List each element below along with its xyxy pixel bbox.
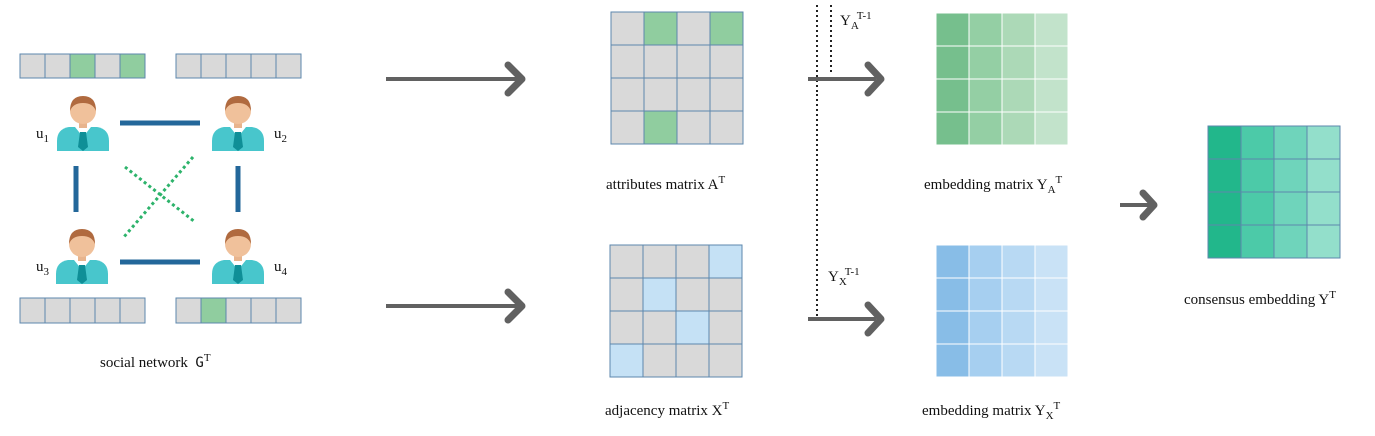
previous-embedding-x-label: YXT-1 bbox=[828, 266, 860, 288]
user4-attribute-vector bbox=[175, 297, 302, 324]
embedding-matrix-a-caption: embedding matrix YAT bbox=[924, 174, 1063, 196]
user-label-u4: u4 bbox=[274, 259, 287, 278]
attributes-matrix bbox=[610, 11, 744, 145]
user1-attribute-vector bbox=[19, 53, 146, 79]
adjacency-matrix bbox=[609, 244, 743, 378]
consensus-embedding-matrix bbox=[1207, 125, 1341, 259]
arrow-to-adjacency bbox=[386, 288, 526, 324]
user-u3-avatar bbox=[56, 229, 108, 284]
user-label-u3: u3 bbox=[36, 259, 49, 278]
user-u4-avatar bbox=[212, 229, 264, 284]
adjacency-matrix-caption: adjacency matrix XT bbox=[605, 400, 730, 419]
arrow-to-consensus bbox=[1120, 189, 1158, 221]
arrow-to-embedding-a bbox=[808, 61, 885, 97]
user-u2-avatar bbox=[212, 96, 264, 151]
previous-embedding-a-line bbox=[816, 5, 832, 94]
arrow-to-embedding-x bbox=[808, 301, 885, 337]
attributes-matrix-caption: attributes matrix AT bbox=[606, 174, 726, 193]
social-network-caption: social network GT bbox=[100, 352, 211, 371]
arrow-to-attributes bbox=[386, 61, 526, 97]
user3-attribute-vector bbox=[19, 297, 146, 324]
embedding-matrix-x bbox=[935, 244, 1069, 378]
user-label-u1: u1 bbox=[36, 126, 49, 145]
consensus-embedding-caption: consensus embedding YT bbox=[1184, 289, 1336, 308]
user2-attribute-vector bbox=[175, 53, 302, 79]
embedding-matrix-x-caption: embedding matrix YXT bbox=[922, 400, 1061, 422]
social-network bbox=[19, 53, 302, 324]
embedding-matrix-a bbox=[935, 12, 1069, 146]
previous-embedding-a-label: YAT-1 bbox=[840, 10, 872, 32]
edge-dotted-u2-u3 bbox=[121, 156, 195, 239]
user-u1-avatar bbox=[57, 96, 109, 151]
user-label-u2: u2 bbox=[274, 126, 287, 145]
